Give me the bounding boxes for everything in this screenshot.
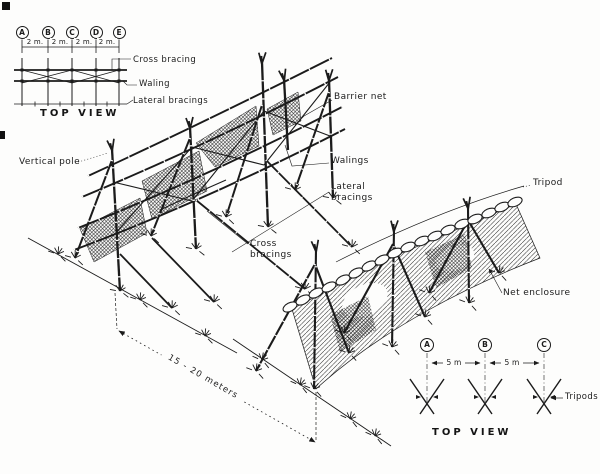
plan-right-station-a: A: [420, 338, 434, 352]
label-walings: Walings: [331, 156, 369, 166]
label-lateral-bracings: Lateral bracings: [331, 182, 373, 203]
plan-left-station-d: D: [89, 25, 103, 39]
plan-right-station-b: B: [478, 338, 492, 352]
spacing-label: 2 m.: [25, 38, 45, 46]
plan-left-station-c: C: [65, 25, 79, 39]
label-tripod: Tripod: [533, 178, 563, 188]
spacing-label: 5 m: [501, 358, 523, 367]
plan-left-station-a: A: [15, 25, 29, 39]
spacing-label: 2 m.: [97, 38, 117, 46]
label-leaders: [74, 99, 532, 294]
plan-left-station-b: B: [41, 25, 55, 39]
scan-marks: [0, 2, 10, 139]
caption-top-view-left: TOP VIEW: [40, 108, 120, 119]
plan-left-station-e: E: [112, 25, 126, 39]
label-lateral-bracings-plan: Lateral bracings: [133, 96, 209, 106]
label-tripods: Tripods: [565, 392, 599, 402]
float-chain: [282, 196, 523, 313]
spacing-label: 2 m.: [50, 38, 70, 46]
label-cross-bracings: Cross bracings: [250, 239, 292, 260]
label-vertical-pole: Vertical pole: [19, 157, 81, 167]
label-net-enclosure: Net enclosure: [503, 288, 571, 298]
barrier-structure: [27, 50, 365, 354]
cross-bracings: [112, 81, 331, 237]
caption-top-view-right: TOP VIEW: [432, 427, 512, 438]
label-barrier-net: Barrier net: [334, 92, 387, 102]
spacing-label: 2 m.: [74, 38, 94, 46]
spacing-label: 5 m: [443, 358, 465, 367]
lateral-bracings-poles: [119, 159, 353, 309]
plan-right-station-c: C: [537, 338, 551, 352]
span-dimension-line: [114, 292, 317, 443]
plan-view-right: [409, 353, 563, 415]
label-waling: Waling: [139, 79, 170, 89]
vertical-poles: [110, 61, 335, 292]
label-cross-bracing: Cross bracing: [133, 55, 197, 65]
plan-view-left-grid: [14, 39, 137, 107]
net-enclosure-structure: [232, 185, 541, 447]
